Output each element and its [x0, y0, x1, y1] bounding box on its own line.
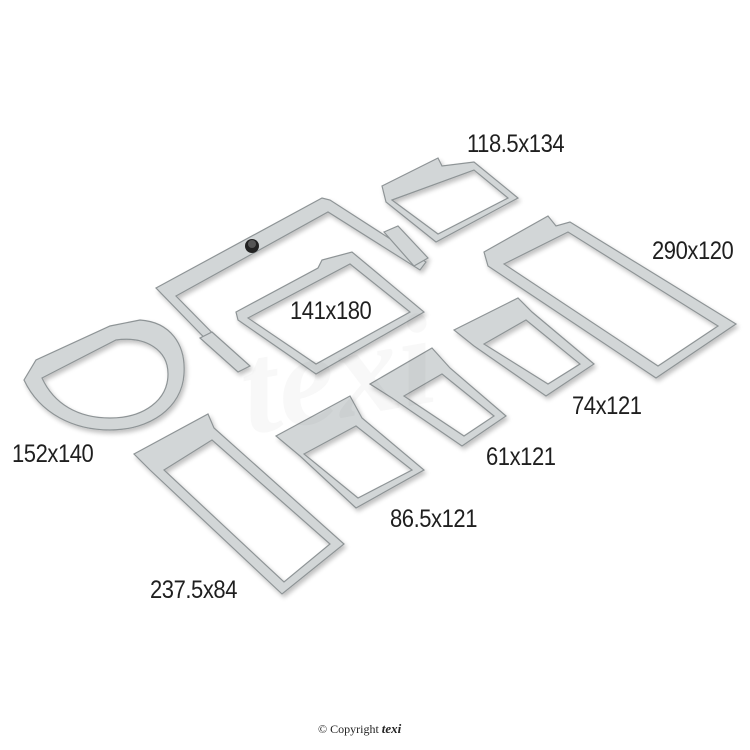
hoop-290x120	[483, 215, 738, 379]
hoop-74x121	[452, 297, 595, 397]
hoop-label: 61x121	[486, 443, 556, 471]
copyright-text: Copyright	[330, 722, 379, 736]
copyright-notice: © Copyright texi	[318, 721, 401, 737]
hoop-label: 86.5x121	[390, 505, 478, 533]
bracket-frame	[155, 197, 429, 373]
hoop-label: 152x140	[12, 440, 94, 468]
hoop-86-5x121	[274, 395, 426, 509]
brand-logo: texi	[381, 721, 402, 736]
copyright-symbol: ©	[318, 722, 328, 736]
hoop-label: 290x120	[652, 237, 734, 265]
hoop-141x180	[235, 251, 426, 375]
hoop-152x140	[23, 319, 185, 431]
hoop-237-5x84	[133, 413, 345, 595]
hoop-label: 141x180	[290, 297, 372, 325]
hoop-61x121	[368, 347, 507, 447]
hoop-label: 118.5x134	[467, 130, 565, 158]
hoop-label: 237.5x84	[150, 576, 238, 604]
hoop-118-5x134	[381, 157, 520, 243]
hoop-label: 74x121	[572, 392, 642, 420]
